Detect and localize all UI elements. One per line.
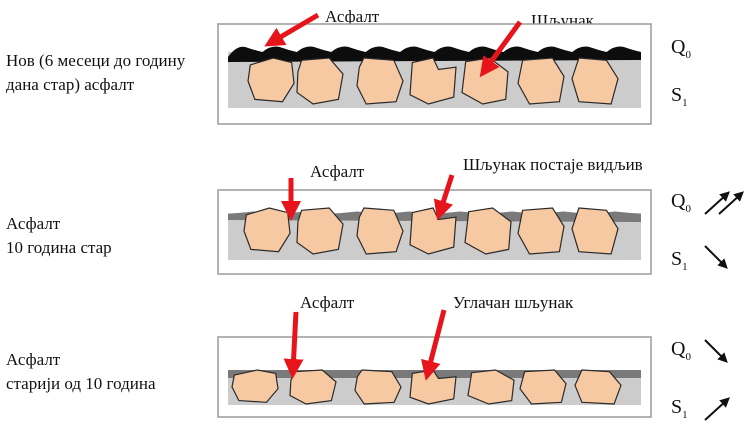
trend-up-arrow	[705, 400, 727, 420]
gravel-stone	[357, 58, 403, 104]
gravel-stone	[248, 58, 294, 102]
trend-down-arrow	[705, 340, 725, 360]
panel-1-cross-section	[218, 24, 651, 124]
trend-down-arrow	[705, 246, 725, 266]
red-pointer-arrow	[293, 312, 296, 370]
gravel-stone	[232, 370, 278, 402]
gravel-stone	[357, 208, 403, 254]
panel-2-cross-section	[218, 190, 651, 274]
gravel-stone	[244, 208, 290, 252]
gravel-stone	[355, 370, 401, 404]
